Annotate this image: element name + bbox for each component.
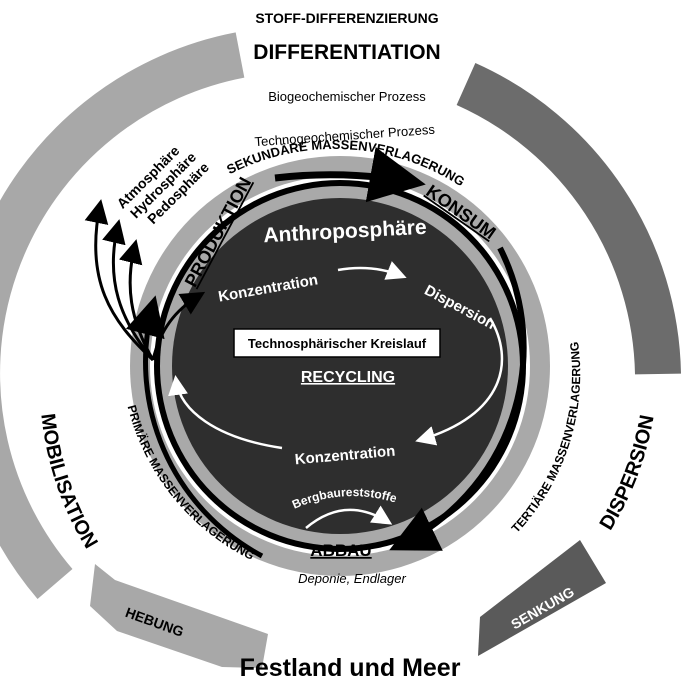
- produktion-konsum-arrow: [274, 147, 426, 203]
- konsum-abbau-arrow: [389, 246, 527, 551]
- festland-label: Festland und Meer: [240, 654, 461, 682]
- hebung-arrow: [90, 564, 268, 668]
- dispersion-konzentration-arrow: [415, 317, 504, 446]
- bergbau-arrow: [305, 505, 393, 529]
- differentiation-label: DIFFERENTIATION: [253, 41, 440, 64]
- abbau-label: ABBAU: [310, 541, 371, 560]
- inner-konzentration-arrow: [151, 291, 206, 361]
- outer-arc-left: [0, 32, 245, 599]
- senkung-arrow: [478, 540, 606, 656]
- biogeochemical-label: Biogeochemischer Prozess: [268, 89, 426, 104]
- stoff-differenzierung-label: STOFF-DIFFERENZIERUNG: [255, 10, 438, 26]
- technosphere-box: [233, 328, 441, 358]
- mobilisation-label: MOBILISATION: [36, 412, 101, 552]
- konzentration-dispersion-arrow: [337, 261, 407, 280]
- technosphere-label: Technosphärischer Kreislauf: [248, 336, 427, 351]
- pedosphere-arrow: [118, 239, 155, 361]
- dispersion-outer-label: DISPERSION: [596, 413, 659, 534]
- outer-arc-right: [456, 62, 681, 375]
- anthroposphere-disc: [172, 198, 508, 534]
- konzentration-recycling-arrow: [168, 375, 283, 450]
- deponie-label: Deponie, Endlager: [298, 571, 406, 586]
- recycling-label: RECYCLING: [301, 369, 395, 386]
- atmosphere-arrow: [84, 199, 155, 362]
- hydrosphere-arrow: [102, 219, 155, 361]
